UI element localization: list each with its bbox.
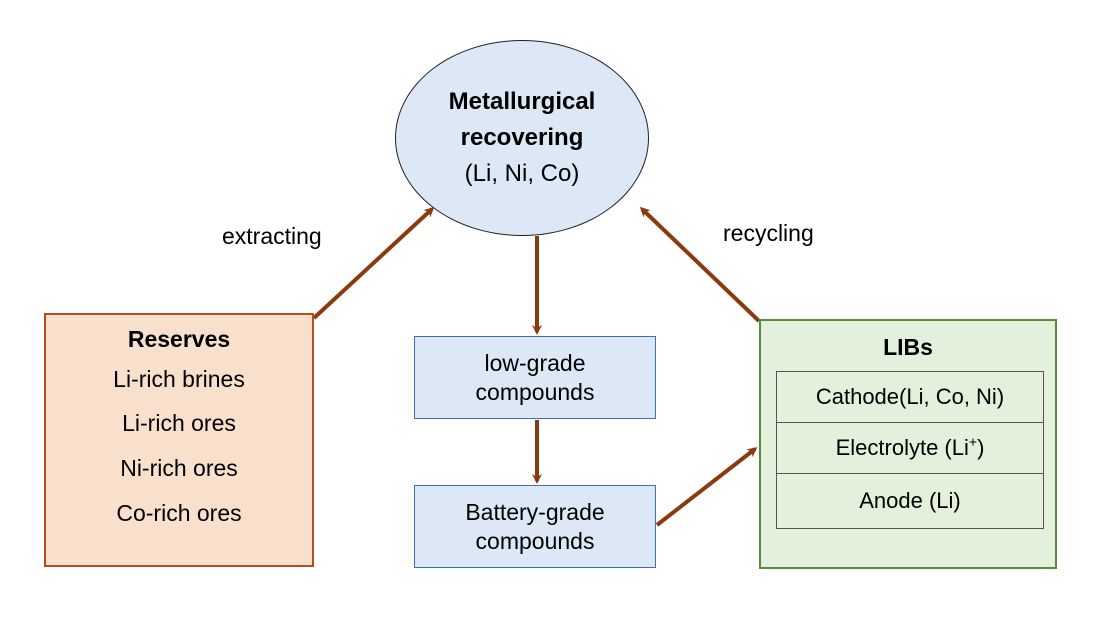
metallurgical-recovering-node: Metallurgical recovering (Li, Ni, Co)	[395, 40, 649, 236]
recycling-label: recycling	[723, 220, 814, 246]
reserves-item: Li-rich ores	[122, 410, 236, 436]
battery-grade-line2: compounds	[475, 527, 595, 554]
cathode-label: Cathode(Li, Co, Ni)	[815, 384, 1005, 409]
electrolyte-label: Electrolyte (Li+)	[836, 435, 985, 461]
metallurgical-line1: Metallurgical	[448, 88, 596, 115]
libs-node: LIBs Cathode(Li, Co, Ni) Electrolyte (Li…	[759, 319, 1057, 569]
reserves-title: Reserves	[127, 326, 231, 352]
reserves-node: Reserves Li-rich brines Li-rich ores Ni-…	[44, 313, 314, 567]
reserves-item: Li-rich brines	[113, 366, 245, 392]
reserves-item: Co-rich ores	[116, 500, 242, 526]
electrolyte-row: Electrolyte (Li+)	[777, 423, 1043, 474]
low-grade-line2: compounds	[475, 378, 595, 405]
electrolyte-close: )	[977, 435, 985, 460]
arrow-recycling	[639, 206, 761, 323]
arrow-extracting	[312, 206, 435, 320]
metallurgical-line2: recovering	[460, 124, 584, 151]
libs-component-stack: Cathode(Li, Co, Ni) Electrolyte (Li+) An…	[776, 371, 1044, 529]
electrolyte-text: Electrolyte (Li	[835, 435, 969, 460]
battery-grade-line1: Battery-grade	[465, 498, 605, 525]
anode-row: Anode (Li)	[777, 474, 1043, 528]
electrolyte-superscript: +	[968, 433, 978, 450]
battery-grade-compounds-node: Battery-grade compounds	[414, 485, 656, 568]
cathode-row: Cathode(Li, Co, Ni)	[777, 372, 1043, 423]
arrow-batterygrade-to-libs	[655, 447, 758, 527]
extracting-label: extracting	[222, 223, 322, 249]
reserves-list: Li-rich brines Li-rich ores Ni-rich ores…	[46, 357, 312, 536]
anode-label: Anode (Li)	[859, 488, 961, 513]
low-grade-compounds-node: low-grade compounds	[414, 336, 656, 419]
metallurgical-line3: (Li, Ni, Co)	[464, 160, 580, 187]
reserves-item: Ni-rich ores	[120, 455, 238, 481]
low-grade-line1: low-grade	[484, 349, 586, 376]
libs-title: LIBs	[883, 334, 933, 360]
